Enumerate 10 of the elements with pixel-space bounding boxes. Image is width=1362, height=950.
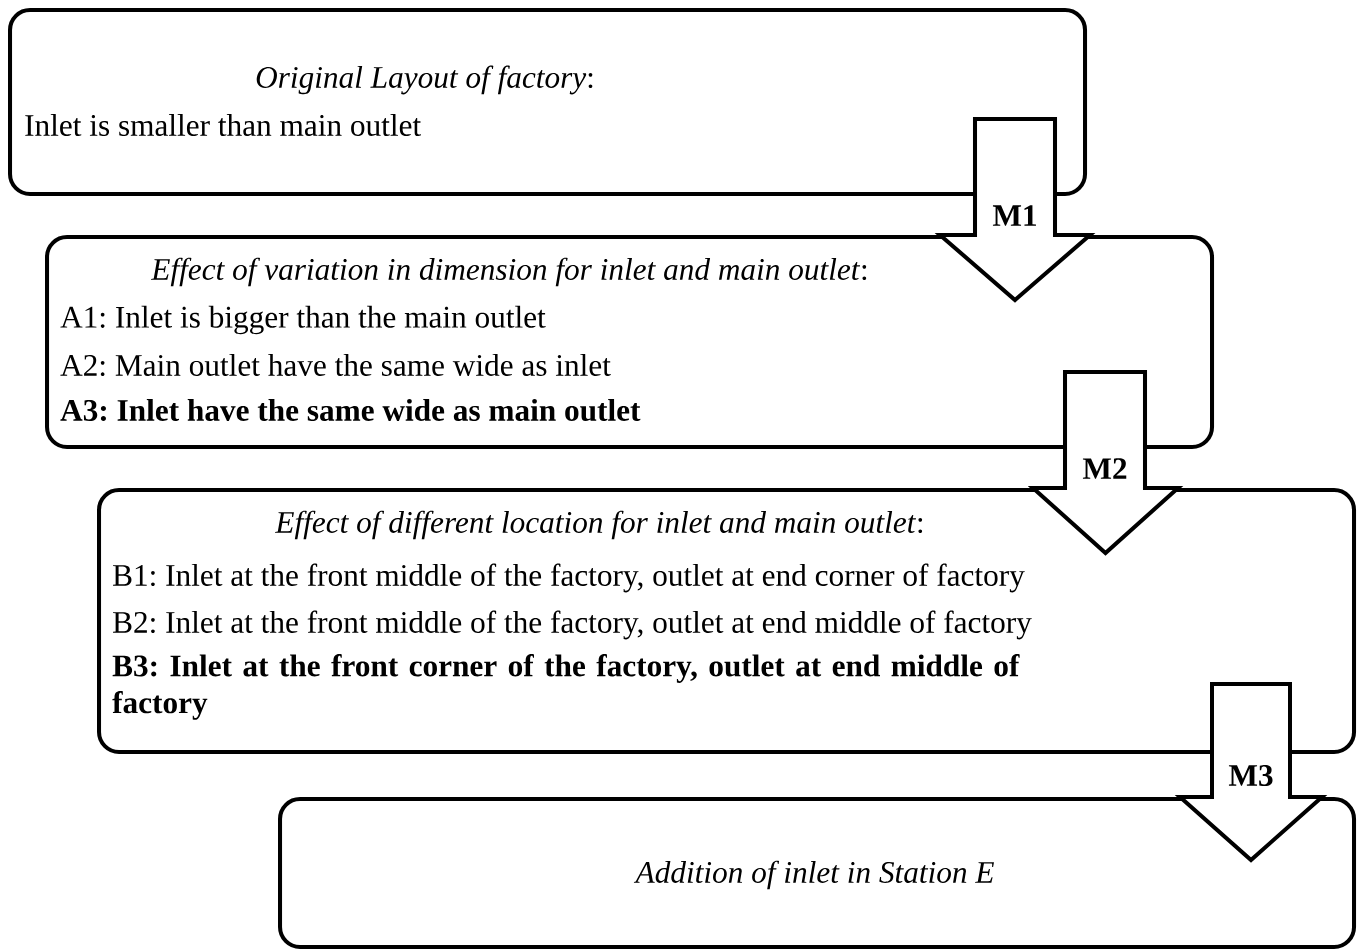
edge-label: M3 xyxy=(1226,763,1276,788)
process-box: Original Layout of factory: Inlet is smaller than main outlet xyxy=(8,8,1088,197)
process-box: Addition of inlet in Station E xyxy=(278,797,1357,950)
process-box: Effect of variation in dimension for inlet and main outlet: A1: Inlet is bigger than the main outlet A2: Main outlet have the same wide as inlet A3: Inlet have the same wide as main outlet xyxy=(45,235,1215,450)
block-arrow xyxy=(1174,682,1328,863)
process-box: Effect of different location for inlet and main outlet: B1: Inlet at the front middle of the factory, outlet at end corner of factory B2: Inlet at the front middle of the factory, outlet at end middle of factory B3: Inlet at the front corner of the factory, outlet at end middle of factory xyxy=(97,488,1357,755)
block-arrow xyxy=(1027,370,1184,556)
edge-label: M1 xyxy=(990,203,1040,228)
block-arrow xyxy=(934,117,1096,303)
edge-label: M2 xyxy=(1080,456,1130,481)
